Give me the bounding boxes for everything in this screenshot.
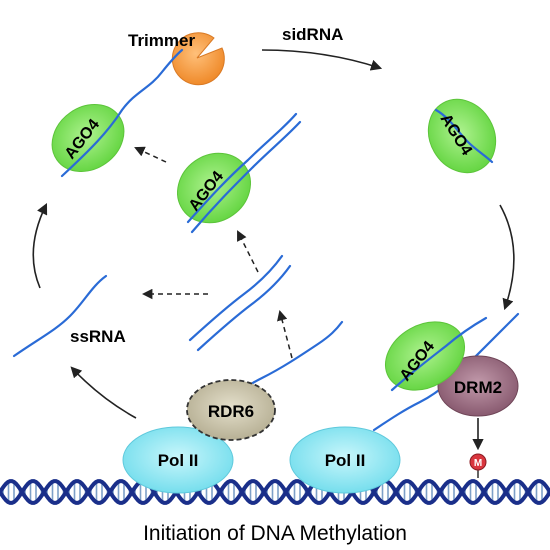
dna-double-helix (0, 479, 550, 505)
ssrna-label: ssRNA (70, 327, 126, 346)
pol2-label: Pol II (325, 451, 366, 470)
arrow-pol2-to-ssrna (70, 366, 137, 419)
ago4-complex-top-right: AGO4 (427, 98, 497, 174)
cycle-arrow-right (499, 204, 515, 311)
methyl-mark-icon: M (469, 453, 487, 471)
ago4-complex-top-left: AGO4 (51, 48, 184, 178)
methyl-mark-label: M (474, 458, 482, 469)
trimmer-icon (171, 32, 225, 86)
rdr6-complex: RDR6 (186, 379, 276, 441)
sidrna-arrow (261, 49, 383, 71)
dashed-arrow-up-2 (277, 309, 293, 359)
pol2-label: Pol II (158, 451, 199, 470)
ago4-complex-middle: AGO4 (177, 112, 302, 234)
dna-strand-1 (0, 479, 550, 505)
pol2-complex-left: Pol II (122, 426, 234, 494)
trimmer-label: Trimmer (128, 31, 195, 50)
cycle-arrow-left (32, 202, 48, 289)
figure-caption: Initiation of DNA Methylation (143, 522, 407, 545)
rdr6-label: RDR6 (208, 402, 254, 421)
drm2-complex: DRM2 (437, 355, 519, 417)
ssrna-strand (12, 274, 108, 358)
dashed-arrow-load (134, 146, 167, 163)
dna-strand-2 (0, 479, 550, 505)
sidrna-label: sidRNA (282, 25, 343, 44)
drm2-label: DRM2 (454, 378, 502, 397)
ago4-complex-bottom-right: AGO4 (384, 316, 488, 392)
dsrna-middle (188, 254, 292, 352)
pol2-complex-right: Pol II (289, 426, 401, 494)
dashed-arrow-up-1 (237, 230, 259, 273)
